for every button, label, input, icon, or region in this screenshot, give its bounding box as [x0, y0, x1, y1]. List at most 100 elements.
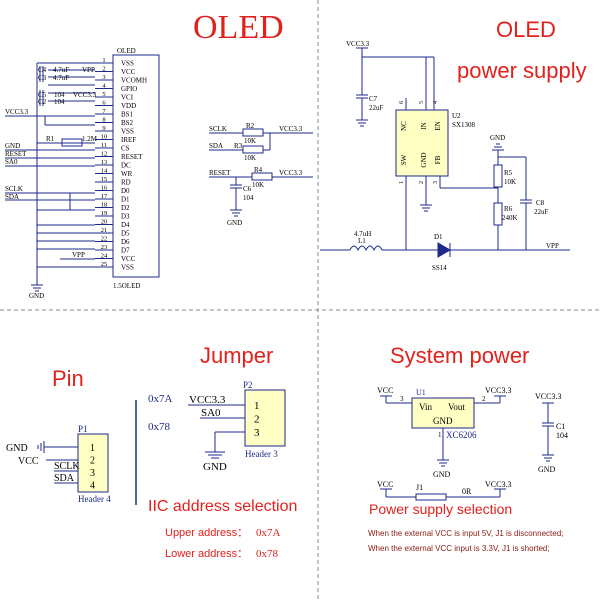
- p2-net-vcc33: VCC3.3: [189, 394, 226, 406]
- ps-vcc33: VCC3.3: [346, 40, 370, 48]
- u2-sx1308: [395, 109, 449, 177]
- oled-pin-name: VCC: [121, 255, 136, 263]
- p1-net-vcc: VCC: [18, 456, 39, 467]
- net-vcc33-left: VCC3.3: [5, 108, 29, 116]
- u2-pin-number: 5: [419, 101, 425, 104]
- ps-r6-value: 240K: [502, 214, 518, 222]
- r1-value: 1.2M: [82, 135, 98, 143]
- pullup-c6-ref: C6: [243, 185, 252, 193]
- sys-u1-part: XC6206: [446, 430, 477, 440]
- sys-j1-value: 0R: [462, 487, 472, 496]
- ps-c7-ref: C7: [369, 95, 378, 103]
- oled-pin-name: D7: [121, 247, 130, 255]
- sys-note-2: When the external VCC input is 3.3V, J1 …: [368, 544, 550, 553]
- p1-pin-number: 3: [90, 468, 95, 479]
- ps-c7-value: 22uF: [369, 104, 384, 112]
- u2-pin-name: GND: [420, 152, 428, 167]
- ps-d1-part: SS14: [432, 264, 447, 272]
- iic-upper-value: 0x7A: [256, 527, 281, 539]
- oled-pin-name: DC: [121, 162, 131, 170]
- p2-pin-number: 3: [254, 427, 260, 439]
- ps-l1-ref: L1: [358, 237, 366, 245]
- iic-lower-value: 0x78: [256, 548, 279, 560]
- u2-pin-name: FB: [434, 155, 442, 164]
- ps-r5-value: 10K: [504, 178, 516, 186]
- sys-u1-pin1: 1: [438, 431, 442, 439]
- oled-pin-number: 21: [101, 227, 108, 234]
- oled-pin-number: 20: [101, 219, 108, 226]
- oled-pin-name: VCOMH: [121, 77, 147, 85]
- oled-caps: [39, 66, 83, 147]
- oled-pin-name: RESET: [121, 153, 143, 161]
- ps-c8-value: 22uF: [534, 208, 549, 216]
- oled-pin-name: D2: [121, 204, 130, 212]
- oled-pin-number: 12: [101, 151, 108, 158]
- ps-gnd: GND: [490, 134, 505, 142]
- ps-u2-part: SX1308: [452, 121, 475, 129]
- u2-pin-name: SW: [400, 154, 408, 165]
- oled-pin-name: GPIO: [121, 85, 137, 93]
- oled-pin-name: WR: [121, 170, 133, 178]
- sys-note-1: When the external VCC is input 5V, J1 is…: [368, 529, 563, 538]
- c3-value: 4.7uF: [53, 74, 69, 82]
- sys-j1-vcc33: VCC3.3: [485, 480, 511, 489]
- sys-u1-ref: U1: [416, 388, 426, 397]
- ps-d1-ref: D1: [434, 233, 443, 241]
- net-gnd-cs: GND: [5, 142, 20, 150]
- oled-pin-number: 16: [101, 185, 108, 192]
- c4-ref: C4: [38, 66, 47, 74]
- sys-u1-pin3: 3: [400, 395, 404, 403]
- oled-pin-number: 19: [101, 210, 108, 217]
- oled-pin-name: D0: [121, 187, 130, 195]
- oled-module: [95, 54, 160, 278]
- p1-footer: Header 4: [78, 494, 111, 504]
- ps-c8-ref: C8: [536, 199, 545, 207]
- title-jumper: Jumper: [200, 343, 273, 368]
- oled-pin-number: 6: [102, 100, 106, 107]
- oled-pin-name: RD: [121, 179, 131, 187]
- sys-vcc-in: VCC: [377, 386, 393, 395]
- pullup-gnd: GND: [227, 219, 242, 227]
- oled-pin-name: VSS: [121, 60, 134, 68]
- oled-pin-name: VDD: [121, 102, 136, 110]
- p2-pin-number: 1: [254, 400, 260, 412]
- net-vcc33-pin5: VCC3.3: [73, 91, 97, 99]
- sys-gnd: GND: [433, 470, 451, 479]
- ps-l1-value: 4.7uH: [354, 230, 371, 238]
- oled-pin-name: VCC: [121, 68, 136, 76]
- p1-pin-number: 1: [90, 443, 95, 454]
- oled-pin-number: 17: [101, 193, 108, 200]
- pullup-r3-value: 10K: [244, 154, 256, 162]
- net-vpp-bottom: VPP: [72, 251, 85, 259]
- net-sclk: SCLK: [5, 185, 23, 193]
- c2-value: 104: [54, 98, 65, 106]
- pullup-sclk: SCLK: [209, 125, 227, 133]
- sys-u1-vin: Vin: [419, 402, 432, 412]
- u2-pin-number: 1: [399, 181, 405, 184]
- pullup-r2-ref: R2: [246, 122, 255, 130]
- p2-addr-bottom: 0x78: [148, 421, 171, 433]
- oled-pin-name: BS2: [121, 119, 134, 127]
- c4-value: 4.7uF: [53, 66, 69, 74]
- title-oled: OLED: [193, 9, 284, 46]
- iic-lower-label: Lower address：: [165, 548, 248, 560]
- pullup-reset: RESET: [209, 169, 231, 177]
- u2-pin-number: 4: [433, 101, 439, 104]
- oled-pin-number: 9: [102, 125, 105, 132]
- oled-pin-name: D3: [121, 213, 130, 221]
- p2-ref: P2: [243, 380, 253, 390]
- pullup-r2-value: 10K: [244, 137, 256, 145]
- u2-pin-name: IN: [420, 122, 428, 129]
- oled-pin-name: IREF: [121, 136, 136, 144]
- iic-upper-label: Upper address：: [165, 527, 248, 539]
- sys-c1-gnd: GND: [538, 465, 556, 474]
- oled-pin-number: 2: [102, 66, 105, 73]
- oled-pin-number: 15: [101, 176, 108, 183]
- u2-pin-number: 6: [399, 101, 405, 104]
- p1-net-gnd: GND: [6, 443, 28, 454]
- pullup-r4-value: 10K: [252, 181, 264, 189]
- oled-pin-number: 23: [101, 244, 108, 251]
- oled-pin-name: VSS: [121, 128, 134, 136]
- r1-ref: R1: [46, 135, 55, 143]
- pullup-r4-ref: R4: [254, 166, 263, 174]
